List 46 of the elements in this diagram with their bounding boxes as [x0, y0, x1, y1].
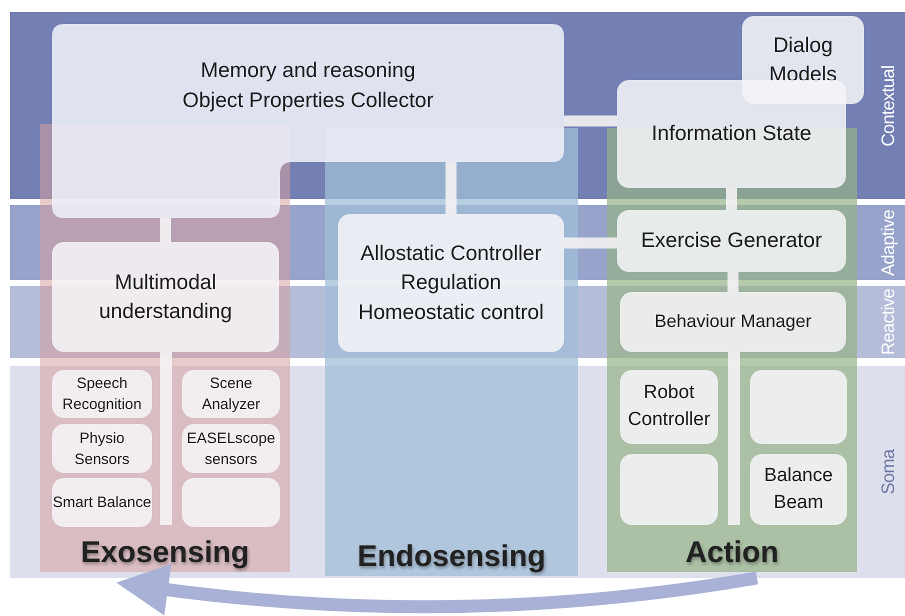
component-label: Memory and reasoning	[200, 58, 416, 84]
layer-label: Reactive	[878, 288, 899, 356]
component-box	[617, 80, 846, 188]
component-box	[182, 370, 280, 418]
component-box	[52, 424, 152, 473]
connector-line	[564, 116, 617, 126]
connector-line	[160, 218, 171, 242]
connector-line	[726, 188, 737, 210]
empty-box	[182, 478, 280, 527]
component-label: Scene Analyzer	[200, 374, 262, 415]
component-box	[620, 292, 846, 352]
component-box	[52, 242, 279, 352]
component-box	[52, 370, 152, 418]
column-panel	[325, 128, 578, 576]
component-label: Dialog Models	[768, 32, 838, 88]
layer-label: Contextual	[878, 64, 899, 146]
column-title: Exosensing	[80, 536, 250, 570]
column-title: Action	[684, 536, 780, 570]
component-label: Physio Sensors	[73, 428, 131, 470]
empty-box	[620, 454, 718, 525]
component-label: Speech Recognition	[61, 374, 143, 415]
component-box	[338, 214, 564, 352]
connector-line	[446, 162, 456, 214]
curved-arrow	[116, 564, 758, 616]
component-label: Robot Controller	[626, 381, 712, 432]
component-label: Balance Beam	[763, 464, 834, 514]
component-label: EASELscope sensors	[186, 428, 276, 470]
component-box	[750, 454, 847, 525]
component-label: Behaviour Manager	[654, 310, 812, 334]
empty-box	[750, 370, 847, 444]
component-label: Multimodal understanding	[98, 270, 234, 325]
component-label: Homeostatic control	[358, 300, 544, 326]
component-label: Information State	[652, 121, 812, 148]
connector-line	[728, 272, 738, 292]
component-label: Allostatic Controller	[360, 240, 542, 267]
component-box	[52, 478, 152, 527]
component-box	[620, 370, 718, 444]
component-box	[617, 210, 846, 272]
column-title: Endosensing	[356, 540, 547, 574]
layer-label: Adaptive	[878, 209, 899, 276]
layer-label: Soma	[878, 449, 899, 495]
component-label: Regulation	[400, 270, 502, 296]
connector-line	[564, 238, 617, 248]
component-label: Smart Balance	[52, 493, 152, 513]
component-label: Exercise Generator	[641, 228, 822, 254]
component-label: Object Properties Collector	[182, 88, 434, 114]
